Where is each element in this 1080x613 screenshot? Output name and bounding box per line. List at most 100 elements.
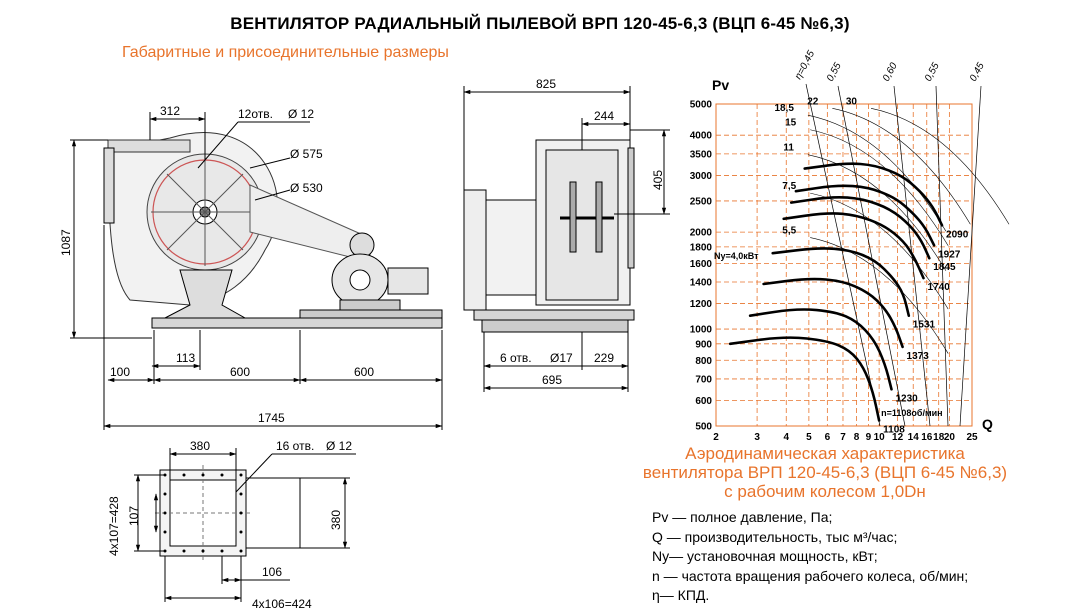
dim-312: 312	[160, 104, 180, 118]
dim-405: 405	[651, 170, 665, 190]
legend-n: n — частота вращения рабочего колеса, об…	[652, 567, 969, 584]
power-label: 22	[807, 96, 819, 107]
speed-unit-label: n=1108об/мин	[881, 408, 942, 418]
dim-113: 113	[176, 351, 195, 365]
holes-12-label: 12отв.	[238, 107, 273, 121]
y-axis-label: Pv	[712, 77, 729, 93]
y-tick-label: 3000	[690, 171, 713, 182]
speed-curve-1373	[762, 277, 904, 349]
y-tick-label: 1600	[690, 259, 713, 270]
chart-title-line-3: с рабочим колесом 1,0Dн	[724, 482, 926, 501]
dim-380-height: 380	[329, 510, 343, 530]
dim-4x107: 4х107=428	[107, 496, 121, 556]
efficiency-line	[935, 85, 949, 427]
legend: Pv — полное давление, Па; Q — производит…	[652, 508, 968, 606]
speed-label: 1927	[938, 249, 961, 260]
phi-575-label: Ø 575	[290, 147, 323, 161]
dim-244: 244	[594, 109, 614, 123]
power-line	[810, 237, 949, 354]
speed-curve-1108	[728, 336, 881, 422]
efficiency-label: 0,55	[825, 61, 844, 84]
speed-label: 1740	[928, 282, 951, 293]
y-tick-label: 3500	[690, 149, 713, 160]
speed-label: 2090	[946, 229, 969, 240]
power-label: 30	[846, 96, 858, 107]
power-label: 7,5	[782, 181, 796, 192]
power-label: 5,5	[782, 226, 796, 237]
page-title: ВЕНТИЛЯТОР РАДИАЛЬНЫЙ ПЫЛЕВОЙ ВРП 120-45…	[230, 14, 850, 33]
efficiency-label: η=0,45	[793, 49, 817, 82]
speed-curve-1927	[794, 184, 936, 247]
speed-curve-1740	[782, 212, 925, 280]
dim-380-width: 380	[190, 439, 210, 453]
speed-curve-1531	[771, 247, 911, 317]
efficiency-label: 0,55	[923, 61, 942, 84]
x-tick-label: 3	[754, 432, 760, 443]
dim-4x106: 4х106=424	[252, 597, 312, 611]
x-tick-label: 9	[866, 432, 872, 443]
x-tick-label: 25	[966, 432, 978, 443]
y-tick-label: 800	[695, 356, 712, 367]
phi-17-label: Ø17	[550, 351, 573, 365]
power-label-base: Ny=4,0кВт	[714, 251, 759, 261]
x-tick-label: 6	[825, 432, 831, 443]
power-label: 18,5	[774, 103, 794, 114]
power-label: 11	[783, 143, 794, 154]
flange-phi-12-label: Ø 12	[326, 439, 352, 453]
speed-label: 1230	[896, 393, 919, 404]
dim-107: 107	[127, 506, 141, 526]
speed-label: 1531	[913, 320, 936, 331]
chart-curves	[728, 162, 944, 422]
dim-600-b: 600	[354, 365, 374, 379]
power-line	[810, 129, 949, 246]
x-tick-label: 12	[892, 432, 904, 443]
efficiency-line	[837, 85, 906, 427]
y-tick-label: 1400	[690, 278, 713, 289]
flange-view	[134, 448, 356, 602]
y-tick-label: 900	[695, 339, 712, 350]
efficiency-line	[959, 85, 982, 427]
y-tick-label: 500	[695, 422, 712, 433]
speed-curve-1230	[748, 308, 893, 391]
power-line	[870, 107, 1010, 225]
x-tick-label: 20	[944, 432, 956, 443]
dim-695: 695	[542, 373, 562, 387]
legend-pv: Pv — полное давление, Па;	[652, 509, 833, 525]
side-view	[70, 112, 443, 430]
efficiency-label: 0,45	[968, 61, 987, 84]
legend-ny: Ny— установочная мощность, кВт;	[652, 548, 878, 564]
speed-label: 1108	[883, 425, 905, 436]
drawing-subtitle: Габаритные и присоединительные размеры	[122, 44, 449, 61]
y-tick-label: 2000	[690, 228, 713, 239]
speed-curve-1845	[789, 196, 931, 260]
dim-825: 825	[536, 77, 556, 91]
phi-530-label: Ø 530	[290, 181, 323, 195]
x-tick-label: 8	[854, 432, 860, 443]
chart-title: Аэродинамическая характеристика вентилят…	[600, 444, 1050, 501]
dim-1745: 1745	[258, 411, 285, 425]
efficiency-lines	[805, 83, 1010, 427]
y-tick-label: 700	[695, 374, 712, 385]
y-tick-label: 1800	[690, 242, 713, 253]
power-line	[807, 114, 947, 232]
phi-12-label: Ø 12	[288, 107, 314, 121]
speed-label: 1845	[933, 262, 956, 273]
holes-16-label: 16 отв.	[276, 439, 314, 453]
chart-title-line-1: Аэродинамическая характеристика	[685, 444, 965, 463]
y-tick-label: 600	[695, 396, 712, 407]
x-tick-label: 7	[840, 432, 846, 443]
y-tick-label: 2500	[690, 196, 713, 207]
dim-106: 106	[262, 565, 282, 579]
dim-229: 229	[594, 351, 614, 365]
x-tick-label: 10	[874, 432, 886, 443]
x-tick-label: 18	[933, 432, 945, 443]
x-tick-label: 14	[908, 432, 920, 443]
dim-1087: 1087	[59, 229, 73, 256]
legend-q: Q — производительность, тыс м³/час;	[652, 528, 898, 545]
y-tick-label: 1200	[690, 299, 713, 310]
speed-curve-2090	[803, 162, 944, 227]
x-tick-label: 16	[921, 432, 933, 443]
x-axis-label: Q	[982, 416, 993, 432]
